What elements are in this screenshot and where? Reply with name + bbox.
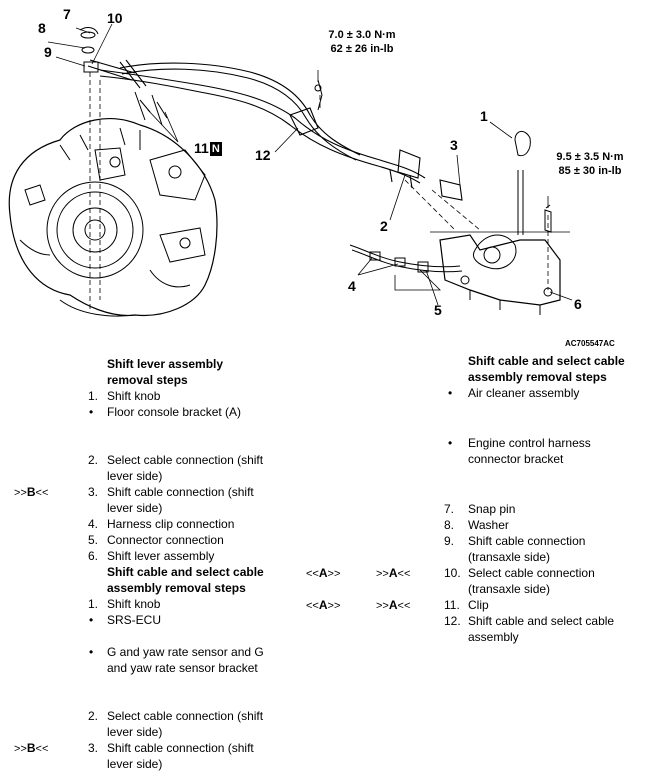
left-section1-title-2: removal steps: [107, 373, 188, 387]
step-marker: 2.: [87, 709, 98, 723]
callout-4: 4: [348, 278, 356, 294]
step-marker: 11.: [444, 598, 460, 612]
callout-6: 6: [574, 296, 582, 312]
torque-spec-right: 9.5 ± 3.5 N·m 85 ± 30 in-lb: [556, 151, 624, 177]
transaxle-drawing: [8, 118, 218, 317]
step-text: lever side): [107, 501, 163, 515]
step-text: Select cable connection: [468, 566, 595, 580]
left-section2-title-2: assembly removal steps: [107, 581, 246, 595]
step-marker: 9.: [444, 534, 455, 548]
step-marker: 1.: [87, 389, 98, 403]
mark-b: >>B<<: [14, 741, 49, 755]
step-bullet: •: [89, 645, 94, 659]
callout-10: 10: [107, 10, 123, 26]
step-marker: 12.: [444, 614, 461, 628]
step-marker: 8.: [444, 518, 455, 532]
mark-a-install: <<A>>: [306, 566, 341, 580]
right-section-title-2: assembly removal steps: [468, 370, 607, 384]
step-text: Shift knob: [107, 597, 161, 611]
callout-7: 7: [63, 6, 71, 22]
step-text: Shift lever assembly: [107, 549, 215, 563]
step-text: Shift knob: [107, 389, 161, 403]
step-marker: 2.: [87, 453, 98, 467]
mark-a-removal: >>A<<: [376, 566, 411, 580]
step-text: assembly: [468, 630, 519, 644]
step-marker: 7.: [444, 502, 455, 516]
step-text: Shift cable and select cable: [468, 614, 615, 628]
step-marker: 5.: [87, 533, 98, 547]
left-section2-title-1: Shift cable and select cable: [107, 565, 264, 579]
callout-3: 3: [450, 137, 458, 153]
step-text: Floor console bracket (A): [107, 405, 242, 419]
step-marker: 6.: [87, 549, 98, 563]
step-text: Connector connection: [107, 533, 224, 547]
harness-drawing: [349, 244, 463, 273]
step-text: Clip: [468, 598, 489, 612]
step-bullet: •: [89, 613, 94, 627]
figure-code: AC705547AC: [565, 339, 615, 348]
callout-9: 9: [44, 44, 52, 60]
step-text: Shift cable connection: [468, 534, 586, 548]
callout-8: 8: [38, 20, 46, 36]
step-text: connector bracket: [468, 452, 564, 466]
step-text: Engine control harness: [468, 436, 591, 450]
step-marker: 10.: [444, 566, 461, 580]
exploded-view-diagram: [8, 23, 573, 317]
step-marker: 4.: [87, 517, 98, 531]
step-text: Select cable connection (shift: [107, 453, 264, 467]
torque-spec-top: 7.0 ± 3.0 N·m 62 ± 26 in-lb: [328, 29, 396, 55]
step-text: and yaw rate sensor bracket: [107, 661, 258, 675]
shift-cables-drawing: [87, 59, 463, 201]
step-text: Shift cable connection (shift: [107, 485, 254, 499]
step-text: Snap pin: [468, 502, 516, 516]
mark-a-install: <<A>>: [306, 598, 341, 612]
step-text: Harness clip connection: [107, 517, 235, 531]
step-text: Air cleaner assembly: [468, 386, 580, 400]
step-text: Select cable connection (shift: [107, 709, 264, 723]
callout-12: 12: [255, 147, 271, 163]
step-text: Washer: [468, 518, 509, 532]
callout-1: 1: [480, 108, 488, 124]
right-section-title-1: Shift cable and select cable: [468, 354, 625, 368]
step-bullet: •: [89, 405, 94, 419]
step-bullet: •: [448, 436, 453, 450]
step-bullet: •: [448, 386, 453, 400]
step-marker: 1.: [87, 597, 98, 611]
step-text: lever side): [107, 725, 163, 739]
callout-2: 2: [380, 218, 388, 234]
step-text: (transaxle side): [468, 550, 551, 564]
step-marker: 3.: [87, 741, 98, 755]
step-text: lever side): [107, 469, 163, 483]
mark-b: >>B<<: [14, 485, 49, 499]
badge-n: N: [209, 142, 222, 156]
small-parts-drawing: [79, 26, 323, 126]
step-text: G and yaw rate sensor and G: [107, 645, 264, 659]
step-marker: 3.: [87, 485, 98, 499]
mark-a-removal: >>A<<: [376, 598, 411, 612]
step-text: SRS-ECU: [107, 613, 162, 627]
step-text: Shift cable connection (shift: [107, 741, 254, 755]
step-text: lever side): [107, 757, 163, 771]
left-section1-title-1: Shift lever assembly: [107, 357, 224, 371]
step-text: (transaxle side): [468, 582, 551, 596]
callout-5: 5: [434, 302, 442, 318]
